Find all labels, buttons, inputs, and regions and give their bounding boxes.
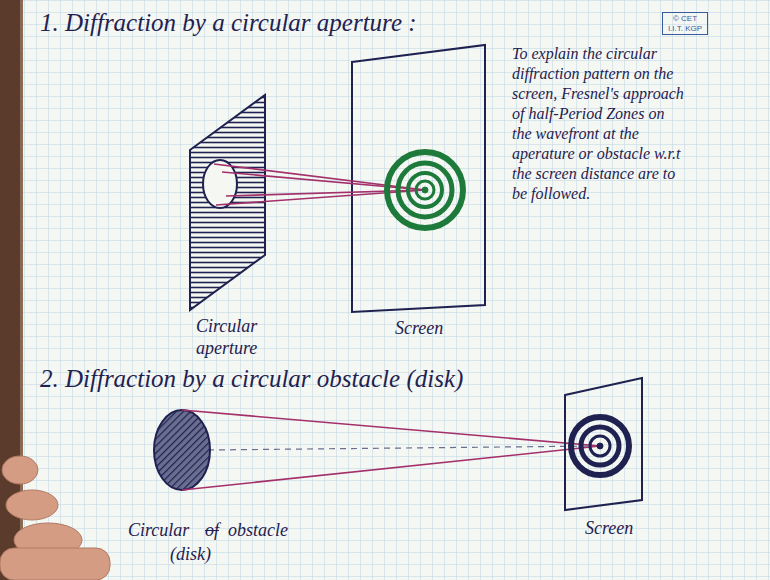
part-label: (disk) xyxy=(170,544,211,566)
part-label: obstacle xyxy=(228,520,288,542)
note-wrap: To explain the circular diffraction patt… xyxy=(512,44,684,204)
logo-wrap: © CET I.I.T. KGP xyxy=(662,12,708,35)
note: To explain the circular diffraction patt… xyxy=(512,44,684,204)
part-label: Screen xyxy=(395,318,443,340)
diffraction-rings xyxy=(387,152,463,228)
part-label: Circular aperture xyxy=(196,316,286,359)
part-label: Screen xyxy=(585,518,633,540)
light-rays xyxy=(182,410,600,490)
struck-word-wrap: of xyxy=(205,520,219,542)
screen xyxy=(565,378,642,510)
hand xyxy=(0,456,110,580)
part-label-wrap: (disk) xyxy=(170,544,211,566)
logo: © CET I.I.T. KGP xyxy=(662,12,708,35)
part-label-wrap: obstacle xyxy=(228,520,288,542)
part-label: Circular xyxy=(128,520,189,542)
part-label-wrap: Screen xyxy=(395,318,443,340)
heading: 1. Diffraction by a circular aperture : xyxy=(40,8,417,38)
struck-word: of xyxy=(205,520,219,542)
part-label-wrap: Circular aperture xyxy=(196,316,286,359)
axis-line xyxy=(208,446,600,450)
heading-wrap: 2. Diffraction by a circular obstacle (d… xyxy=(40,364,463,394)
circular-aperture xyxy=(203,160,237,208)
heading-wrap: 1. Diffraction by a circular aperture : xyxy=(40,8,417,38)
part-label-wrap: Circular xyxy=(128,520,189,542)
diffraction-rings xyxy=(571,417,629,475)
circular-disk xyxy=(154,410,210,490)
screen xyxy=(352,45,485,312)
heading: 2. Diffraction by a circular obstacle (d… xyxy=(40,364,463,394)
part-label-wrap: Screen xyxy=(585,518,633,540)
